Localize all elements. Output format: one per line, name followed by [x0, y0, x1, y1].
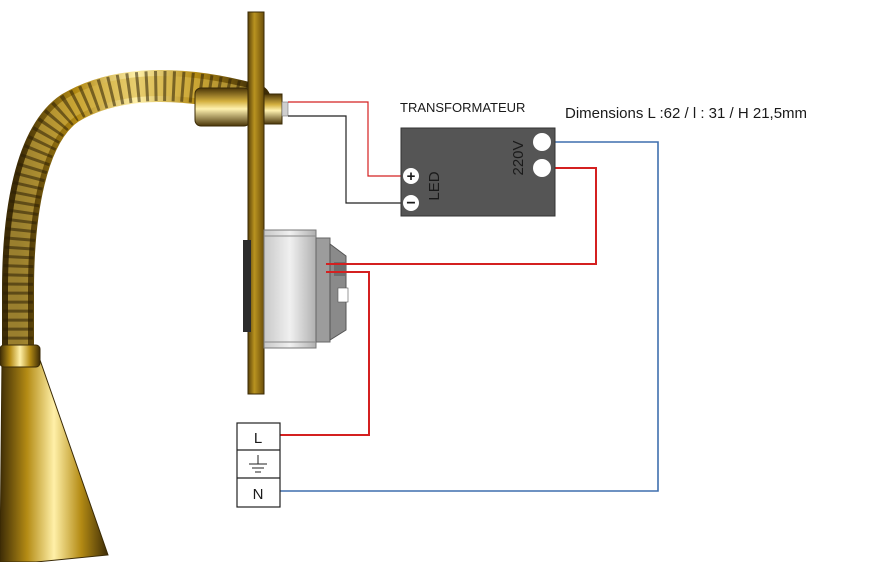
transformer-title: TRANSFORMATEUR [400, 100, 525, 115]
wire-led-positive [288, 101, 404, 177]
wire-phase-line [280, 271, 370, 436]
terminal-220v-bottom [533, 159, 551, 177]
wire-neutral [280, 141, 659, 492]
wire-led-negative [288, 115, 404, 204]
terminal-neutral-label: N [253, 486, 264, 503]
terminal-block: L N [236, 422, 281, 508]
lamp-gooseneck-icon [0, 70, 271, 562]
plus-terminal-icon [403, 168, 419, 184]
terminal-line-label: L [254, 430, 262, 447]
minus-terminal-icon [403, 195, 419, 211]
terminal-220v-top [533, 133, 551, 151]
transformer-box: + − LED 220V [400, 127, 556, 217]
plus-symbol: + [407, 168, 416, 185]
minus-symbol: − [406, 195, 415, 212]
earth-ground-icon [249, 455, 267, 473]
wire-phase-to-switch [326, 167, 597, 265]
transformer-dimensions: Dimensions L :62 / l : 31 / H 21,5mm [565, 105, 807, 122]
led-connector-icon [263, 93, 289, 125]
transformer-output-label: LED [426, 171, 443, 200]
transformer-input-label: 220V [510, 140, 527, 175]
mounting-plate [247, 11, 265, 395]
